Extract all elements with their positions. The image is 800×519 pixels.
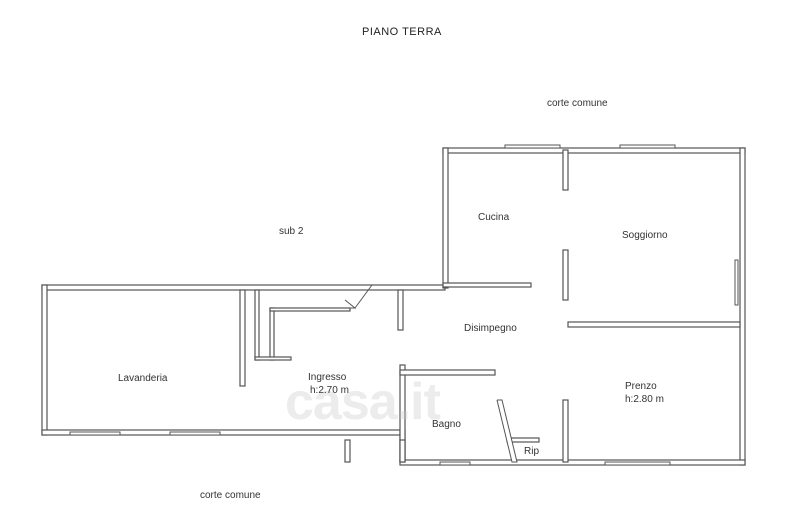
wall-ripostiglio — [496, 399, 518, 463]
wall — [562, 249, 569, 301]
stair-arrow-icon — [290, 299, 357, 309]
wall — [41, 284, 48, 436]
stair-line — [354, 284, 373, 309]
room-soggiorno: Soggiorno — [622, 230, 668, 241]
wall — [442, 147, 449, 289]
wall — [562, 149, 569, 191]
room-ingresso: Ingresso — [308, 372, 347, 383]
room-ingresso-height: h:2.70 m — [310, 385, 349, 396]
wall — [344, 439, 351, 463]
window — [169, 431, 221, 436]
wall — [567, 321, 741, 328]
wall — [254, 289, 260, 361]
room-ripostiglio: Rip — [524, 446, 540, 457]
window — [734, 259, 739, 306]
wall — [442, 147, 746, 154]
watermark: casa.it — [285, 373, 441, 431]
wall — [442, 282, 532, 288]
label-corte-comune-top: corte comune — [547, 98, 608, 109]
label-corte-comune-bottom: corte comune — [200, 490, 261, 501]
wall — [399, 369, 496, 376]
room-bagno: Bagno — [432, 419, 461, 430]
room-pranzo-height: h:2.80 m — [625, 394, 664, 405]
wall — [739, 147, 746, 466]
plan-title: PIANO TERRA — [362, 26, 442, 38]
window — [604, 461, 671, 466]
room-pranzo: Prenzo — [625, 381, 657, 392]
wall — [399, 439, 406, 463]
wall — [269, 307, 275, 361]
window — [504, 144, 561, 149]
room-cucina: Cucina — [478, 212, 510, 223]
wall — [562, 399, 569, 463]
room-lavanderia: Lavanderia — [118, 373, 168, 384]
window — [619, 144, 676, 149]
wall — [239, 289, 246, 387]
wall — [397, 289, 404, 331]
label-sub: sub 2 — [279, 226, 304, 237]
wall — [41, 284, 446, 291]
window — [69, 431, 121, 436]
wall — [254, 356, 292, 361]
window — [439, 461, 471, 466]
room-disimpegno: Disimpegno — [464, 323, 517, 334]
